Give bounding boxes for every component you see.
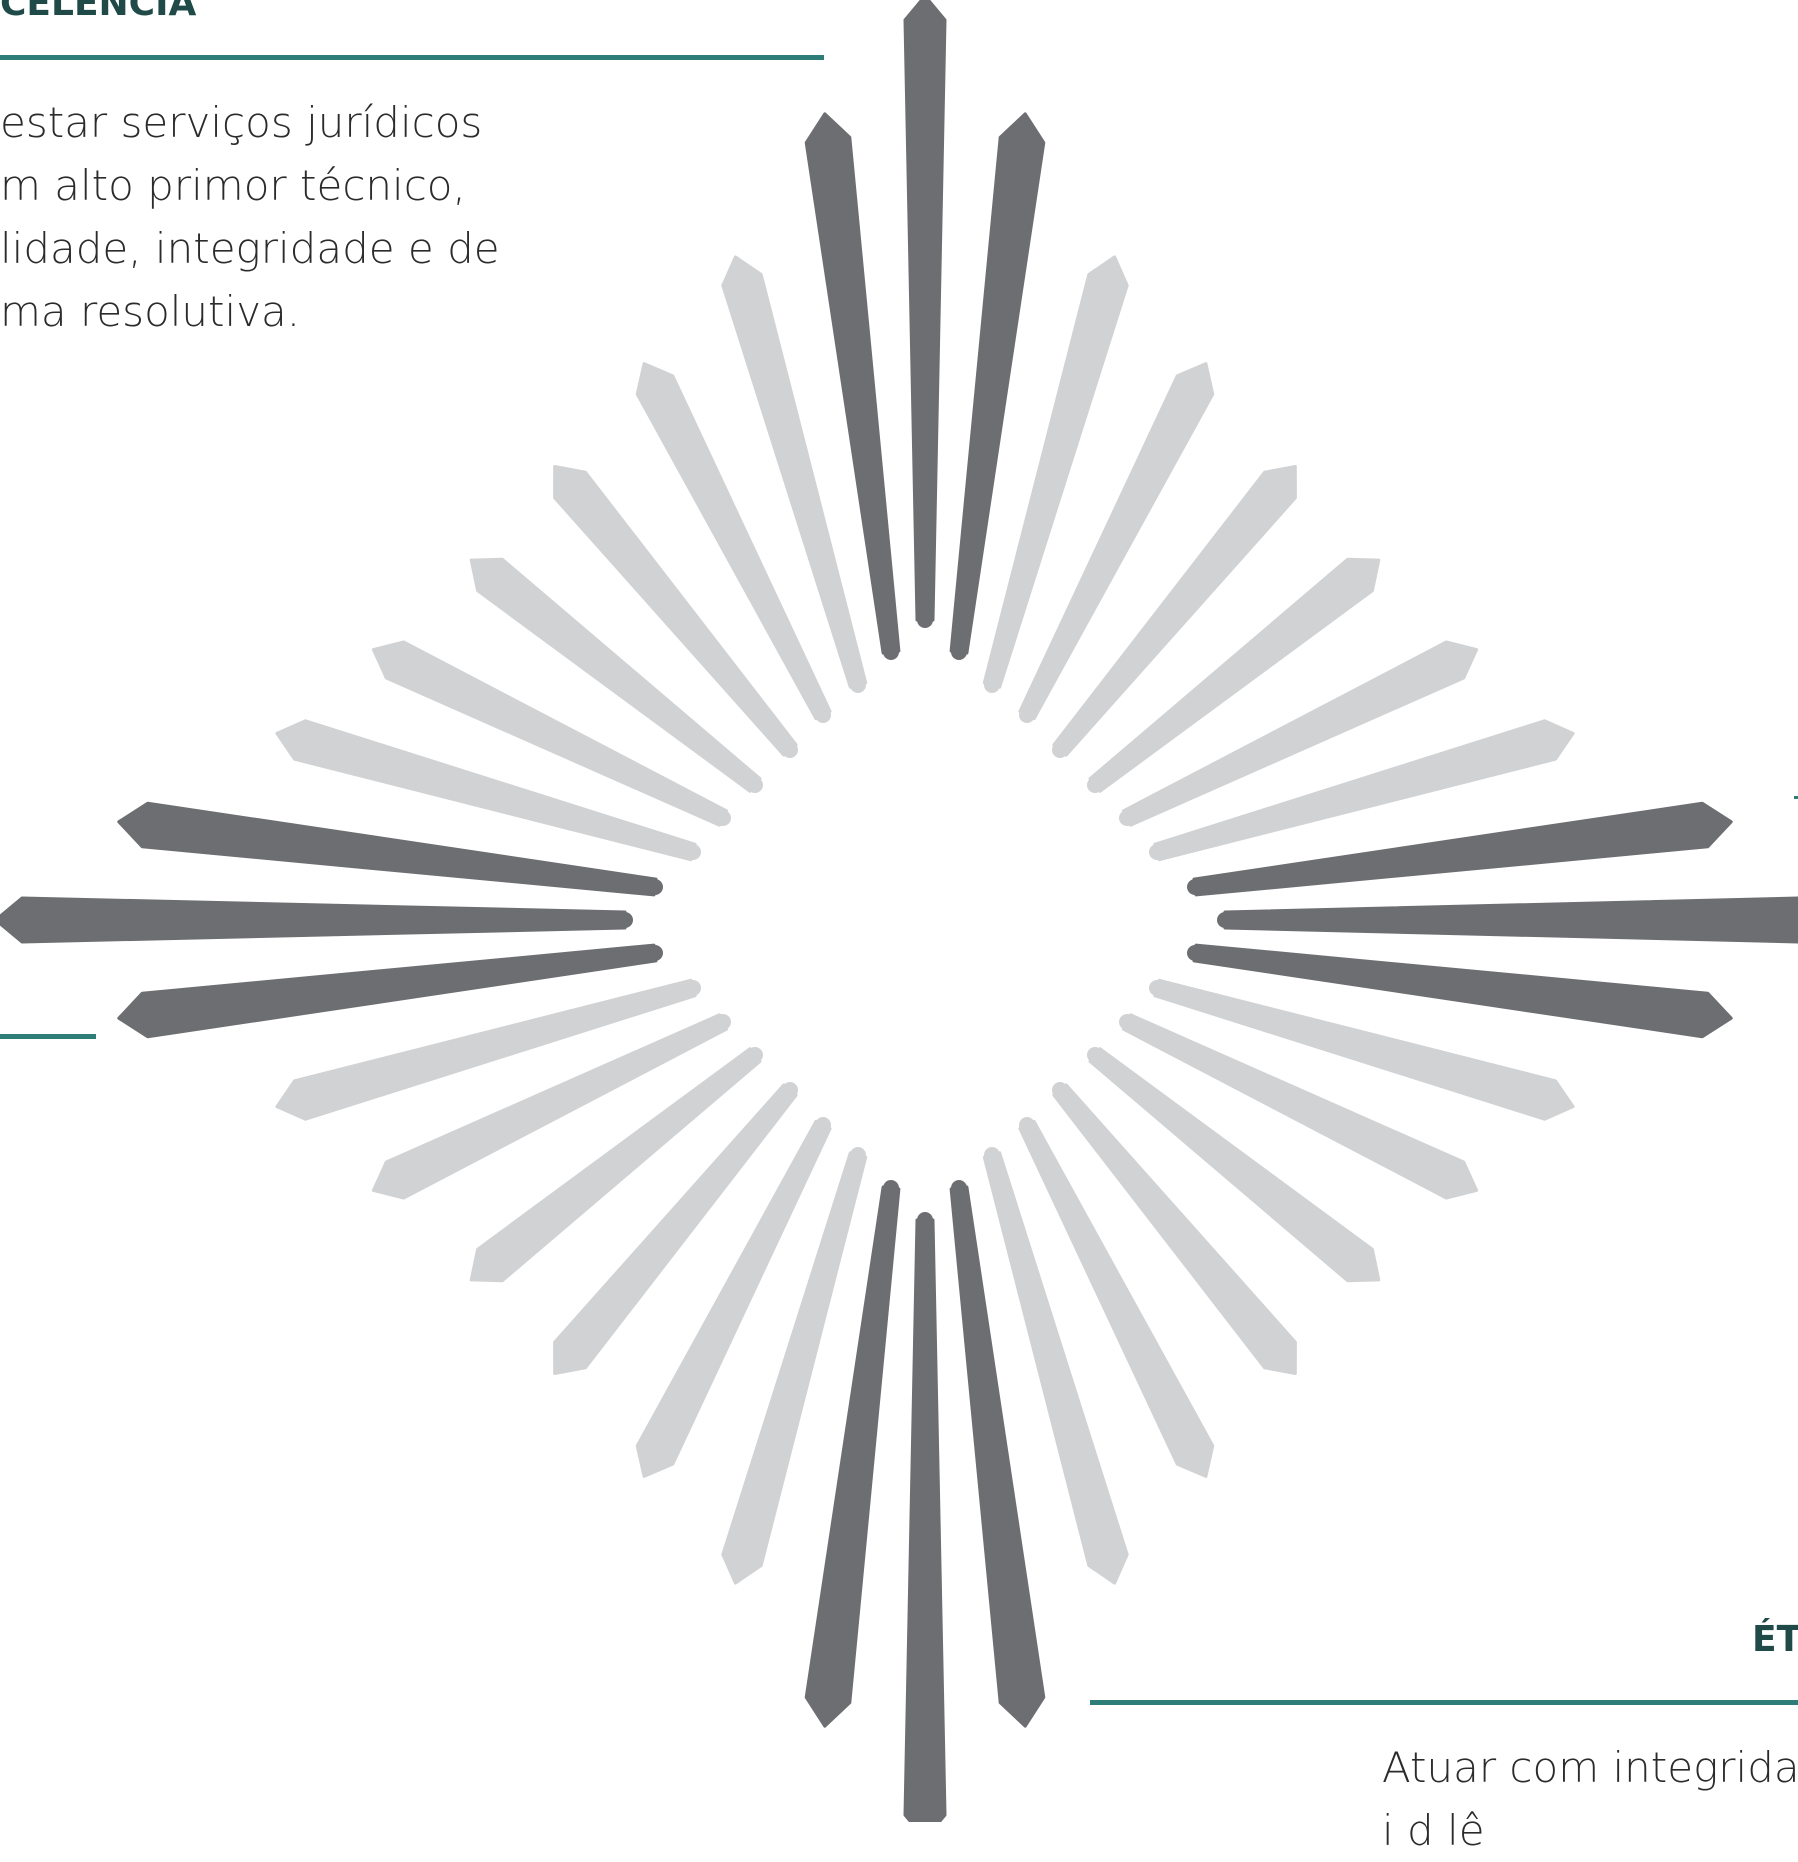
starburst-logo — [0, 0, 1798, 1822]
paragraph-line: m alto primor técnico, — [0, 161, 466, 210]
left-accent-rule — [0, 1034, 96, 1039]
starburst-ray-cap — [715, 1014, 731, 1030]
starburst-ray-cap — [685, 980, 701, 996]
starburst-ray-cap — [1149, 844, 1165, 860]
starburst-ray-cap — [747, 1047, 763, 1063]
starburst-ray-cap — [1052, 1082, 1068, 1098]
heading-underline-bottom-right — [1090, 1700, 1798, 1705]
section-heading-etica: ÉT — [1752, 1619, 1798, 1660]
starburst-ray-cap — [1217, 912, 1233, 928]
starburst-ray-cap — [951, 1180, 967, 1196]
starburst-ray-cap — [917, 1212, 933, 1228]
starburst-ray-cap — [850, 1147, 866, 1163]
starburst-ray-cap — [1119, 810, 1135, 826]
excelencia-paragraph: estar serviços jurídicos m alto primor t… — [0, 91, 500, 343]
starburst-ray-cap — [1052, 742, 1068, 758]
starburst-ray-cap — [1119, 1014, 1135, 1030]
section-heading-excelencia: CELÊNCIA — [0, 0, 197, 24]
starburst-ray-cap — [815, 1117, 831, 1133]
paragraph-line: Atuar com integridad — [1382, 1743, 1798, 1792]
paragraph-line: lidade, integridade e de — [0, 224, 500, 273]
starburst-ray-cap — [984, 677, 1000, 693]
paragraph-line: estar serviços jurídicos — [0, 98, 483, 147]
starburst-ray — [1223, 896, 1798, 944]
starburst-ray-cap — [1187, 945, 1203, 961]
starburst-ray-cap — [883, 644, 899, 660]
starburst-ray-cap — [617, 912, 633, 928]
starburst-ray-cap — [647, 945, 663, 961]
starburst-ray-cap — [951, 644, 967, 660]
starburst-ray-cap — [647, 879, 663, 895]
starburst-ray-cap — [747, 777, 763, 793]
starburst-ray-cap — [1087, 777, 1103, 793]
starburst-ray-cap — [1019, 1117, 1035, 1133]
paragraph-line: ma resolutiva. — [0, 287, 301, 336]
starburst-ray — [903, 1218, 947, 1822]
starburst-ray-cap — [883, 1180, 899, 1196]
starburst-ray-cap — [815, 707, 831, 723]
starburst-ray-cap — [850, 677, 866, 693]
starburst-ray — [0, 896, 627, 944]
starburst-ray — [903, 0, 947, 622]
heading-underline-top-left — [0, 55, 824, 60]
starburst-ray-cap — [1019, 707, 1035, 723]
right-accent-rule — [1794, 796, 1798, 799]
starburst-ray-cap — [917, 612, 933, 628]
starburst-ray-cap — [1149, 980, 1165, 996]
starburst-ray-cap — [782, 742, 798, 758]
starburst-ray-cap — [715, 810, 731, 826]
starburst-ray-cap — [1087, 1047, 1103, 1063]
starburst-ray-cap — [782, 1082, 798, 1098]
starburst-ray-cap — [685, 844, 701, 860]
starburst-ray-cap — [984, 1147, 1000, 1163]
starburst-ray-cap — [1187, 879, 1203, 895]
